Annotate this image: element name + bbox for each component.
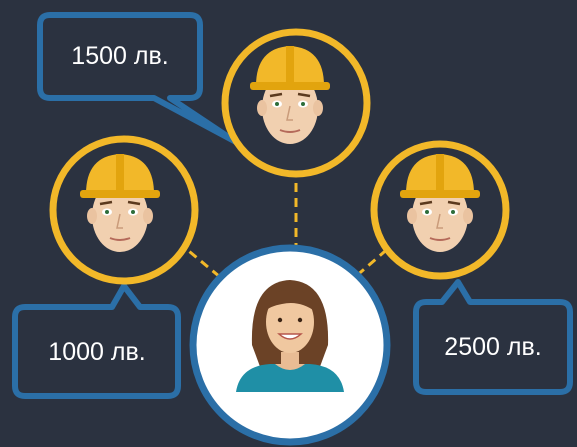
bubble-right (413, 279, 573, 395)
worker-top (221, 28, 371, 178)
worker-right (370, 140, 510, 280)
salary-label-right: 2500 лв. (444, 333, 542, 361)
salary-label-top: 1500 лв. (71, 42, 169, 70)
worker-left (49, 135, 199, 285)
bubble-top (37, 12, 239, 145)
salary-label-left: 1000 лв. (48, 338, 146, 366)
woman-icon (236, 280, 344, 392)
bubble-left (12, 283, 181, 399)
center-person (189, 244, 391, 446)
